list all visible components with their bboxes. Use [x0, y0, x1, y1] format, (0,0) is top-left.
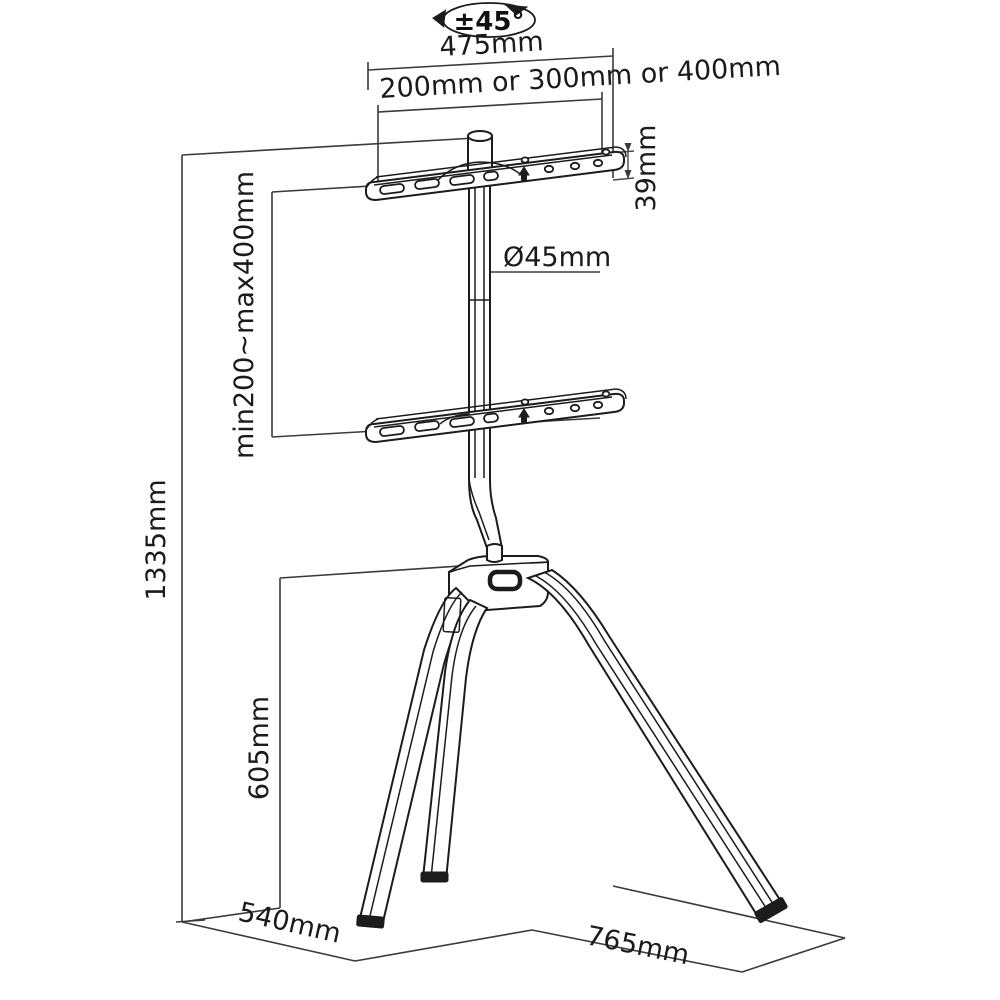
- dim-475-line: [367, 55, 614, 71]
- hub-slot: [487, 569, 523, 592]
- right-leg-foot: [754, 897, 788, 923]
- label-475mm: 475mm: [439, 26, 545, 63]
- right-leg-crease-2: [543, 571, 778, 911]
- upper-slot-small: [483, 170, 499, 182]
- center-leg: [420, 596, 489, 883]
- rotation-label: ±45°: [454, 7, 525, 37]
- label-1335mm: 1335mm: [141, 479, 172, 600]
- hub-top-edge: [448, 561, 549, 573]
- ground-edge-back-right: [612, 885, 846, 939]
- lower-hole-3: [592, 400, 604, 410]
- dim-765-lineB: [741, 937, 846, 973]
- label-travel: min200~max400mm: [229, 171, 260, 459]
- upper-hole-5: [601, 148, 611, 156]
- lower-hole-4: [520, 398, 530, 406]
- dim-ground-plane: [181, 885, 846, 973]
- upper-bracket-top-edge: [375, 146, 617, 178]
- upper-hole-4: [520, 156, 530, 164]
- upper-hole-2: [569, 161, 581, 171]
- upper-slot-3: [449, 174, 475, 186]
- dim-1335-ext-top: [181, 136, 494, 156]
- upper-arrow-marker: [518, 166, 530, 181]
- lower-bracket-cap-left: [365, 418, 379, 431]
- label-39mm: 39mm: [631, 125, 662, 212]
- upper-bracket-cap-left: [365, 176, 379, 189]
- rotation-symbol: [432, 2, 536, 38]
- center-leg-crease: [430, 605, 477, 879]
- left-leg-foot: [356, 914, 385, 929]
- dim-765-lineA: [531, 929, 743, 973]
- upper-slot-2: [414, 178, 440, 190]
- base-hub: [448, 543, 549, 614]
- hub-pole-socket: [486, 543, 503, 563]
- ground-edge-mid: [354, 929, 533, 962]
- label-vesa-options: 200mm or 300mm or 400mm: [379, 51, 782, 105]
- lower-vesa-bracket: [365, 388, 627, 444]
- label-pole-diameter: Ø45mm: [503, 242, 611, 273]
- right-leg: [525, 568, 788, 923]
- center-leg-bracket-detail: [442, 596, 462, 634]
- right-leg-body: [525, 568, 786, 922]
- label-765mm: 765mm: [584, 920, 692, 971]
- lower-hole-5: [601, 390, 611, 398]
- lower-slot-2: [414, 420, 440, 432]
- upper-slot-1: [379, 183, 405, 195]
- upper-bracket-fold: [373, 154, 613, 186]
- rotation-arrow-right: [504, 4, 529, 16]
- lower-bracket-saddle: [439, 413, 471, 425]
- lower-slot-3: [449, 416, 475, 428]
- lower-slot-1: [379, 425, 405, 437]
- dim-vesa-line: [377, 98, 603, 113]
- pole-bend-inner: [468, 479, 490, 541]
- ground-edge-back-left: [181, 907, 281, 923]
- rotation-arrow-left: [432, 9, 447, 28]
- pole-cap-top-ellipse: [467, 130, 493, 142]
- upper-bracket-cap-right: [615, 146, 627, 158]
- lower-hole-1: [543, 406, 555, 416]
- lower-bracket-cap-right: [615, 388, 627, 400]
- upper-bracket-saddle: [437, 161, 521, 181]
- lower-slot-small: [483, 412, 499, 424]
- upper-vesa-bracket: [365, 146, 627, 202]
- right-leg-crease-1: [535, 575, 771, 915]
- pole-body: [468, 179, 504, 549]
- vertical-pole: [468, 179, 504, 549]
- left-leg-crease: [368, 591, 463, 921]
- lower-bracket-top-edge: [375, 388, 617, 420]
- center-leg-foot: [420, 871, 449, 883]
- lower-arrow-marker: [518, 408, 530, 423]
- dim-540-line: [181, 921, 356, 962]
- upper-hole-3: [592, 158, 604, 168]
- upper-hole-1: [543, 164, 555, 174]
- lower-bracket-fold: [373, 396, 613, 428]
- lower-hole-2: [569, 403, 581, 413]
- label-605mm: 605mm: [244, 696, 275, 800]
- label-540mm: 540mm: [235, 897, 343, 950]
